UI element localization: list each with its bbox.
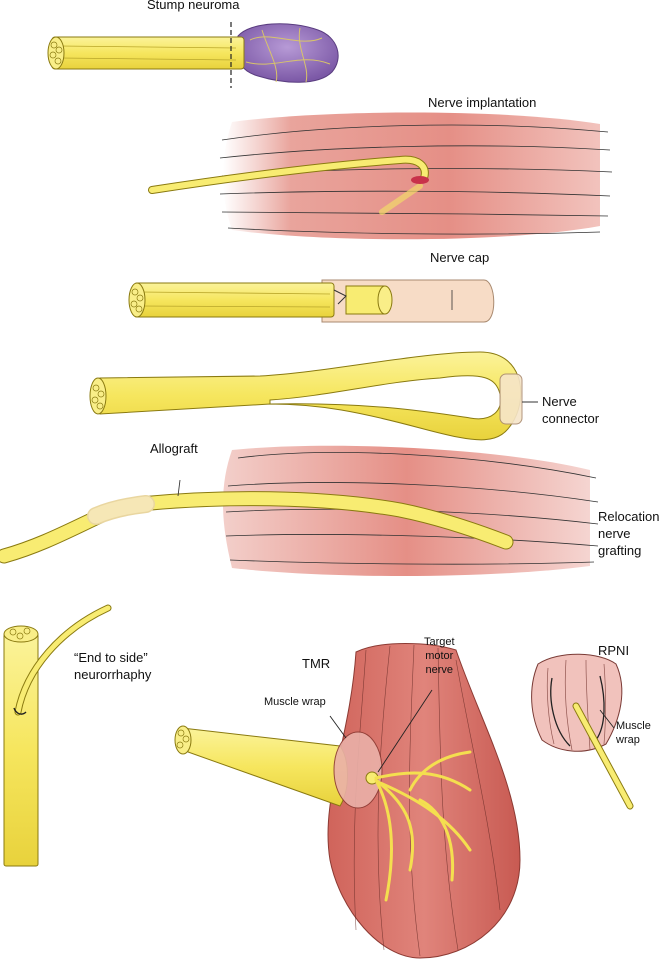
neuroma-bulb [236, 23, 339, 83]
implant-nerve-buried [379, 183, 423, 215]
tmr-muscle-wrap [333, 731, 383, 809]
implant-muscle [223, 112, 600, 240]
label-nerve-connector-line-1: Nerve [542, 394, 577, 409]
stump-neuroma-figure [47, 22, 339, 88]
label-target-line-2: motor [425, 649, 454, 662]
label-target-line-1: Target [424, 636, 455, 648]
label-end-to-side-line-1: “End to side” [74, 650, 148, 665]
tmr-target-nerve-branches [374, 750, 472, 902]
connector-sleeve [499, 373, 523, 425]
label-relocation-nerve-grafting: Relocation nerve grafting [598, 509, 659, 560]
rpni-figure [531, 653, 634, 810]
label-relocation-line-3: grafting [598, 542, 642, 558]
label-stump-neuroma: Stump neuroma [147, 0, 240, 12]
nerve-connector-figure [89, 351, 538, 441]
label-muscle-wrap-rpni-line-1: Muscle [616, 720, 651, 732]
stump-nerve-end [47, 36, 65, 70]
label-muscle-wrap-tmr: Muscle wrap [264, 696, 326, 708]
label-nerve-connector-line-2: connector [542, 410, 600, 426]
label-tmr: TMR [302, 656, 331, 671]
end-to-side-figure [3, 604, 112, 867]
label-nerve-connector: Nerve connector [542, 394, 599, 428]
implant-entry-point [411, 176, 429, 184]
label-allograft: Allograft [150, 441, 198, 456]
tmr-figure [174, 643, 521, 959]
relocation-figure [0, 445, 599, 576]
label-muscle-wrap-rpni-line-2: wrap [616, 733, 640, 746]
label-nerve-implantation: Nerve implantation [428, 95, 537, 110]
label-target-motor-nerve: Target motor nerve [424, 636, 455, 677]
nerve-cap-figure [128, 279, 495, 323]
stump-nerve-trunk [51, 36, 245, 70]
label-end-to-side-line-2: neurorrhaphy [74, 666, 152, 682]
nerve-implantation-figure [148, 112, 613, 240]
label-relocation-line-1: Relocation [598, 509, 660, 524]
label-nerve-cap: Nerve cap [430, 250, 490, 265]
cap-nerve-trunk [133, 282, 335, 318]
tmr-nerve-trunk [181, 727, 348, 807]
label-end-to-side: “End to side” neurorrhaphy [74, 650, 151, 684]
label-muscle-wrap-rpni: Muscle wrap [616, 720, 651, 748]
label-relocation-line-2: nerve [598, 525, 631, 541]
label-rpni: RPNI [598, 643, 630, 658]
label-target-line-3: nerve [425, 663, 454, 676]
